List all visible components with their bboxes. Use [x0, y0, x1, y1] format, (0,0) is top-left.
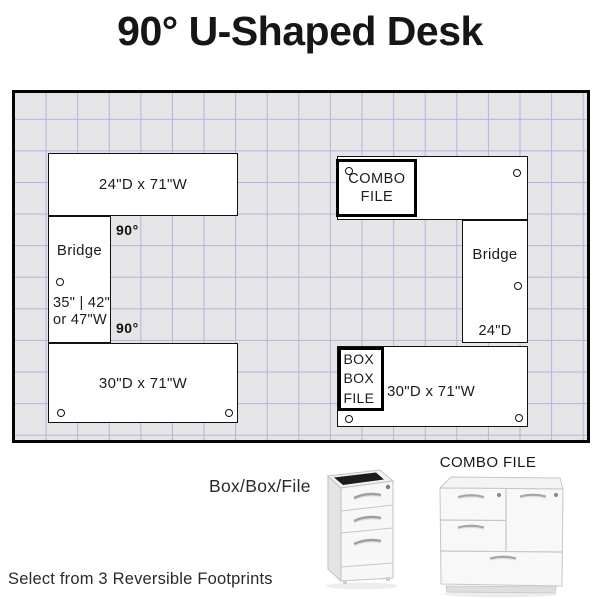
desk-surface-bottom-left: 30"D x 71"W [48, 343, 238, 423]
angle-90-bottom: 90° [116, 320, 139, 336]
desk-surface-top-left: 24"D x 71"W [48, 153, 238, 216]
floorplan-diagram: 24"D x 71"W Bridge 35" | 42" or 47"W 90°… [12, 90, 590, 443]
grommet-circle [225, 409, 233, 417]
desk-top-left-dimensions: 24"D x 71"W [98, 176, 188, 193]
combo-file-footprint-box: COMBO FILE [336, 159, 418, 217]
combo-file-caption: COMBO FILE [439, 454, 537, 471]
bridge-right-label: Bridge [472, 246, 518, 263]
grommet-circle [515, 414, 523, 422]
desk-surface-bottom-right: BOX BOX FILE 30"D x 71"W [337, 346, 528, 427]
angle-90-top: 90° [116, 222, 139, 238]
box-box-file-image [326, 469, 398, 590]
grommet-circle [514, 282, 522, 290]
bridge-right: Bridge 24"D [462, 220, 528, 343]
grommet-circle [56, 278, 64, 286]
desk-bottom-left-dimensions: 30"D x 71"W [98, 374, 188, 392]
bridge-left-dimensions: 35" | 42" or 47"W [53, 294, 111, 328]
box-box-file-caption: Box/Box/File [209, 476, 311, 496]
bridge-left-label: Bridge [56, 242, 103, 259]
grommet-circle [345, 415, 353, 423]
desk-surface-top-right: COMBO FILE [336, 156, 528, 220]
bridge-left: Bridge 35" | 42" or 47"W [48, 216, 111, 343]
box-box-file-footprint-box: BOX BOX FILE [337, 347, 384, 411]
combo-file-image [438, 476, 564, 598]
page-title: 90° U-Shaped Desk [117, 8, 483, 54]
footprints-note: Select from 3 Reversible Footprints [8, 570, 273, 588]
desk-bottom-right-dimensions: 30"D x 71"W [387, 383, 476, 400]
grommet-circle [345, 167, 353, 175]
grommet-circle [513, 169, 521, 177]
grommet-circle [57, 409, 65, 417]
bridge-right-dimensions: 24"D [478, 322, 512, 339]
